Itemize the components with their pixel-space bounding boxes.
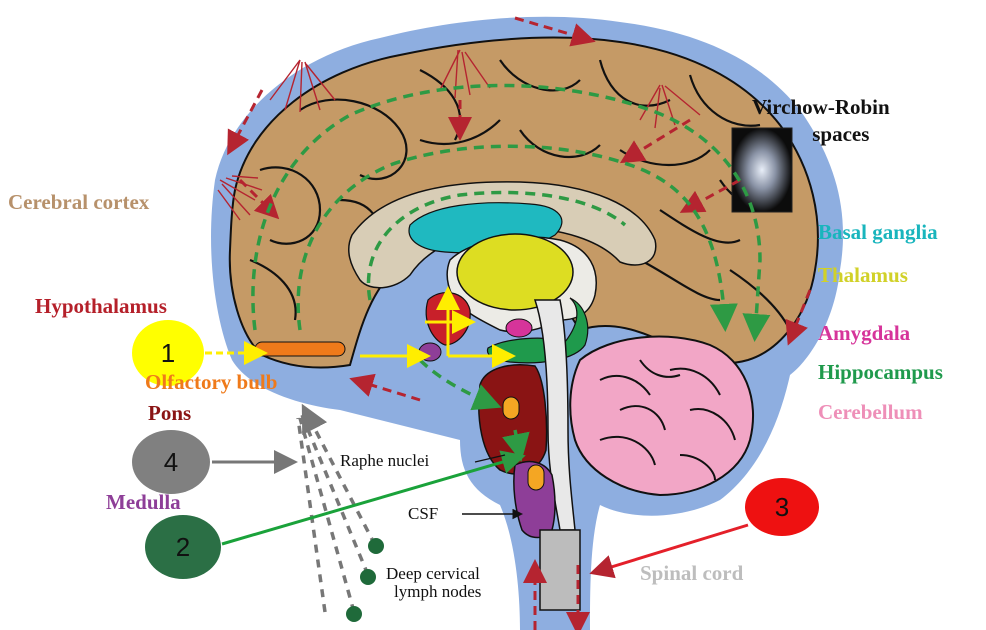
badge-3: 3: [745, 478, 819, 536]
badge-2-number: 2: [176, 532, 190, 563]
pituitary-region: [419, 343, 441, 361]
amygdala-region: [506, 319, 532, 337]
amygdala-label: Amygdala: [818, 323, 910, 344]
thalamus-region: [457, 234, 573, 310]
spinal-cord-region: [540, 530, 580, 610]
badge2-arrow: [222, 457, 520, 544]
cerebellum-label: Cerebellum: [818, 402, 923, 423]
deep-cervical-line1: Deep cervical: [386, 565, 481, 583]
cerebellum-region: [570, 337, 753, 495]
raphe-nucleus-upper: [503, 397, 519, 419]
badge-4: 4: [132, 430, 210, 494]
deep-cervical-line2: lymph nodes: [394, 583, 481, 601]
cerebral-cortex-label: Cerebral cortex: [8, 192, 149, 213]
deep-cervical-label: Deep cervical lymph nodes: [386, 565, 481, 601]
badge-2: 2: [145, 515, 221, 579]
badge-1-number: 1: [161, 338, 175, 369]
csf-label: CSF: [408, 505, 438, 523]
olfactory-bulb-region: [255, 342, 345, 356]
spinal-cord-label: Spinal cord: [640, 563, 743, 584]
pons-label: Pons: [148, 403, 191, 424]
badge-3-number: 3: [775, 492, 789, 523]
lymph-node: [368, 538, 384, 554]
virchow-robin-line2: spaces: [792, 121, 890, 148]
basal-ganglia-label: Basal ganglia: [818, 222, 938, 243]
thalamus-label: Thalamus: [818, 265, 908, 286]
olfactory-bulb-label: Olfactory bulb: [145, 372, 277, 393]
lymph-node: [360, 569, 376, 585]
lymph-node: [346, 606, 362, 622]
hypothalamus-label: Hypothalamus: [35, 296, 167, 317]
virchow-robin-line1: Virchow-Robin: [752, 94, 890, 121]
raphe-nuclei-label: Raphe nuclei: [340, 452, 429, 470]
raphe-nucleus-lower: [528, 465, 544, 490]
badge-4-number: 4: [164, 447, 178, 478]
virchow-robin-label: Virchow-Robin spaces: [752, 94, 890, 149]
medulla-label: Medulla: [106, 492, 181, 513]
hippocampus-label: Hippocampus: [818, 362, 943, 383]
